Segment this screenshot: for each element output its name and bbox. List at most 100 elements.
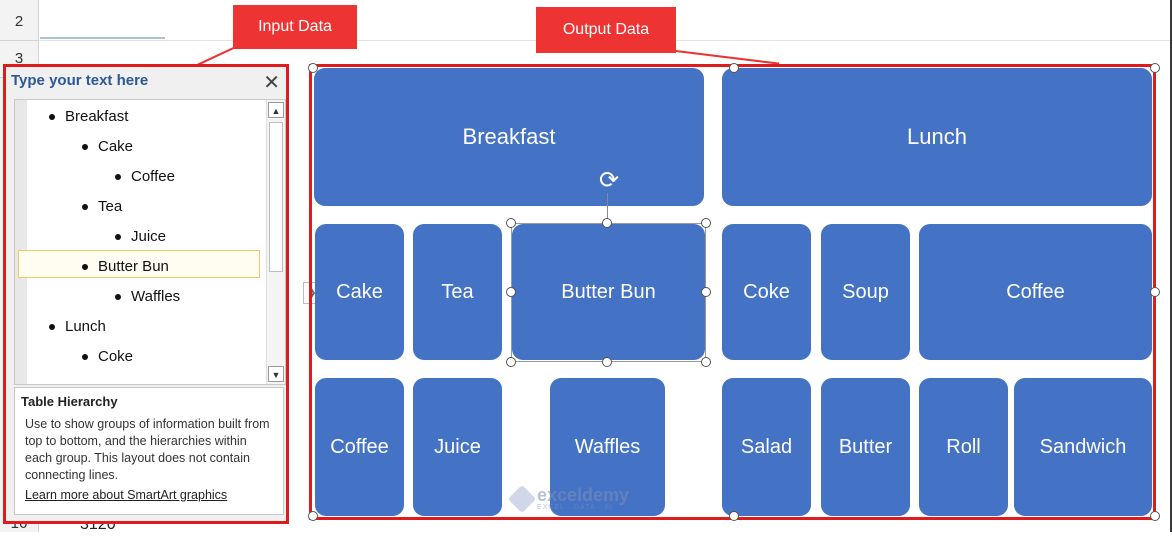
rotate-handle-icon[interactable]: ⟳ bbox=[598, 167, 620, 194]
box-label: Lunch bbox=[907, 124, 967, 149]
box-label: Salad bbox=[740, 435, 793, 458]
layout-description-text: Use to show groups of information built … bbox=[25, 417, 270, 482]
input-data-callout: Input Data bbox=[233, 5, 357, 49]
box-label: Breakfast bbox=[462, 124, 556, 149]
box-roll[interactable]: Roll bbox=[919, 378, 1008, 516]
list-item-text: Juice bbox=[131, 228, 167, 245]
box-label: Waffles bbox=[574, 435, 641, 458]
list-item[interactable]: Coffee bbox=[115, 164, 175, 190]
box-salad[interactable]: Salad bbox=[722, 378, 811, 516]
row-number-2[interactable]: 2 bbox=[0, 4, 38, 41]
box-cake[interactable]: Cake bbox=[315, 224, 404, 360]
box-sandwich[interactable]: Sandwich bbox=[1014, 378, 1152, 516]
rotate-connector bbox=[607, 193, 608, 223]
window-edge bbox=[1170, 0, 1172, 532]
box-coke[interactable]: Coke bbox=[722, 224, 811, 360]
bullet-icon bbox=[49, 114, 55, 121]
cell-border bbox=[40, 37, 165, 39]
frame-handle[interactable] bbox=[308, 511, 318, 521]
list-item-text: Tea bbox=[98, 198, 123, 215]
list-item-text: Lunch bbox=[65, 318, 106, 335]
list-item[interactable]: Breakfast bbox=[49, 104, 128, 130]
scroll-down-icon[interactable]: ▼ bbox=[268, 366, 284, 382]
list-item-text: Breakfast bbox=[65, 108, 129, 125]
bullet-icon bbox=[115, 294, 121, 301]
box-coffee-lunch[interactable]: Coffee bbox=[919, 224, 1152, 360]
callout-pointer bbox=[675, 50, 780, 65]
box-label: Sandwich bbox=[1039, 435, 1127, 458]
scrollbar-thumb[interactable] bbox=[269, 122, 283, 272]
list-item[interactable]: Waffles bbox=[115, 284, 180, 310]
box-label: Cake bbox=[336, 280, 383, 303]
box-label: Butter Bun bbox=[561, 280, 656, 303]
resize-handle[interactable] bbox=[602, 218, 612, 228]
resize-handle[interactable] bbox=[701, 357, 711, 367]
output-data-callout: Output Data bbox=[536, 7, 676, 53]
box-waffles[interactable]: Waffles bbox=[550, 378, 665, 516]
box-label: Juice bbox=[434, 435, 481, 458]
list-item[interactable]: Coke bbox=[82, 344, 133, 370]
box-coffee-breakfast[interactable]: Coffee bbox=[315, 378, 404, 516]
resize-handle[interactable] bbox=[506, 357, 516, 367]
box-lunch[interactable]: Lunch bbox=[722, 68, 1152, 206]
resize-handle[interactable] bbox=[602, 357, 612, 367]
box-label: Butter bbox=[838, 435, 893, 458]
frame-handle[interactable] bbox=[1150, 287, 1160, 297]
box-label: Coke bbox=[743, 280, 790, 303]
bullet-icon bbox=[82, 354, 88, 361]
resize-handle[interactable] bbox=[701, 218, 711, 228]
box-soup[interactable]: Soup bbox=[821, 224, 910, 360]
scroll-up-icon[interactable]: ▲ bbox=[268, 102, 284, 118]
callout-label: Output Data bbox=[562, 21, 650, 38]
list-item[interactable]: Juice bbox=[115, 224, 166, 250]
box-butter-bun[interactable]: Butter Bun bbox=[512, 224, 705, 360]
list-margin bbox=[15, 100, 27, 384]
frame-handle[interactable] bbox=[729, 511, 739, 521]
box-juice[interactable]: Juice bbox=[413, 378, 502, 516]
frame-handle[interactable] bbox=[729, 63, 739, 73]
list-item-text: Coke bbox=[98, 348, 134, 365]
watermark-name: exceldemy bbox=[537, 485, 630, 505]
layout-description: Table Hierarchy Use to show groups of in… bbox=[14, 387, 284, 515]
box-label: Soup bbox=[842, 280, 889, 303]
vertical-scrollbar[interactable]: ▲ ▼ bbox=[266, 100, 285, 384]
list-item[interactable]: Tea bbox=[82, 194, 122, 220]
box-label: Tea bbox=[441, 280, 474, 303]
box-label: Coffee bbox=[330, 435, 389, 458]
list-item[interactable]: Cake bbox=[82, 134, 133, 160]
box-tea[interactable]: Tea bbox=[413, 224, 502, 360]
selected-list-item-highlight bbox=[18, 250, 260, 278]
learn-more-link[interactable]: Learn more about SmartArt graphics bbox=[25, 488, 228, 502]
list-item-text: Waffles bbox=[131, 288, 181, 305]
callout-pointer bbox=[197, 46, 236, 66]
list-item[interactable]: Lunch bbox=[49, 314, 106, 340]
selection-outline bbox=[511, 223, 706, 362]
exceldemy-logo-icon bbox=[507, 484, 537, 513]
bullet-icon bbox=[82, 144, 88, 151]
watermark: exceldemy EXCEL · DATA · BI bbox=[507, 484, 630, 513]
box-butter[interactable]: Butter bbox=[821, 378, 910, 516]
frame-handle[interactable] bbox=[1150, 511, 1160, 521]
callout-label: Input Data bbox=[258, 18, 332, 35]
list-item-text: Butter Bun bbox=[98, 258, 169, 275]
list-item[interactable]: Butter Bun bbox=[82, 254, 169, 280]
close-icon[interactable]: ✕ bbox=[263, 72, 280, 94]
list-item-text: Cake bbox=[98, 138, 134, 155]
layout-name: Table Hierarchy bbox=[21, 394, 118, 409]
frame-handle[interactable] bbox=[1150, 63, 1160, 73]
list-item-text: Coffee bbox=[131, 168, 175, 185]
box-label: Roll bbox=[946, 435, 981, 458]
bullet-icon bbox=[115, 174, 121, 181]
bullet-icon bbox=[82, 264, 88, 271]
bullet-icon bbox=[115, 234, 121, 241]
frame-handle[interactable] bbox=[308, 63, 318, 73]
resize-handle[interactable] bbox=[701, 287, 711, 297]
resize-handle[interactable] bbox=[506, 218, 516, 228]
resize-handle[interactable] bbox=[506, 287, 516, 297]
bullet-icon bbox=[49, 324, 55, 331]
pane-title: Type your text here bbox=[11, 72, 149, 89]
watermark-tagline: EXCEL · DATA · BI bbox=[537, 504, 613, 511]
box-breakfast[interactable]: Breakfast bbox=[314, 68, 704, 206]
